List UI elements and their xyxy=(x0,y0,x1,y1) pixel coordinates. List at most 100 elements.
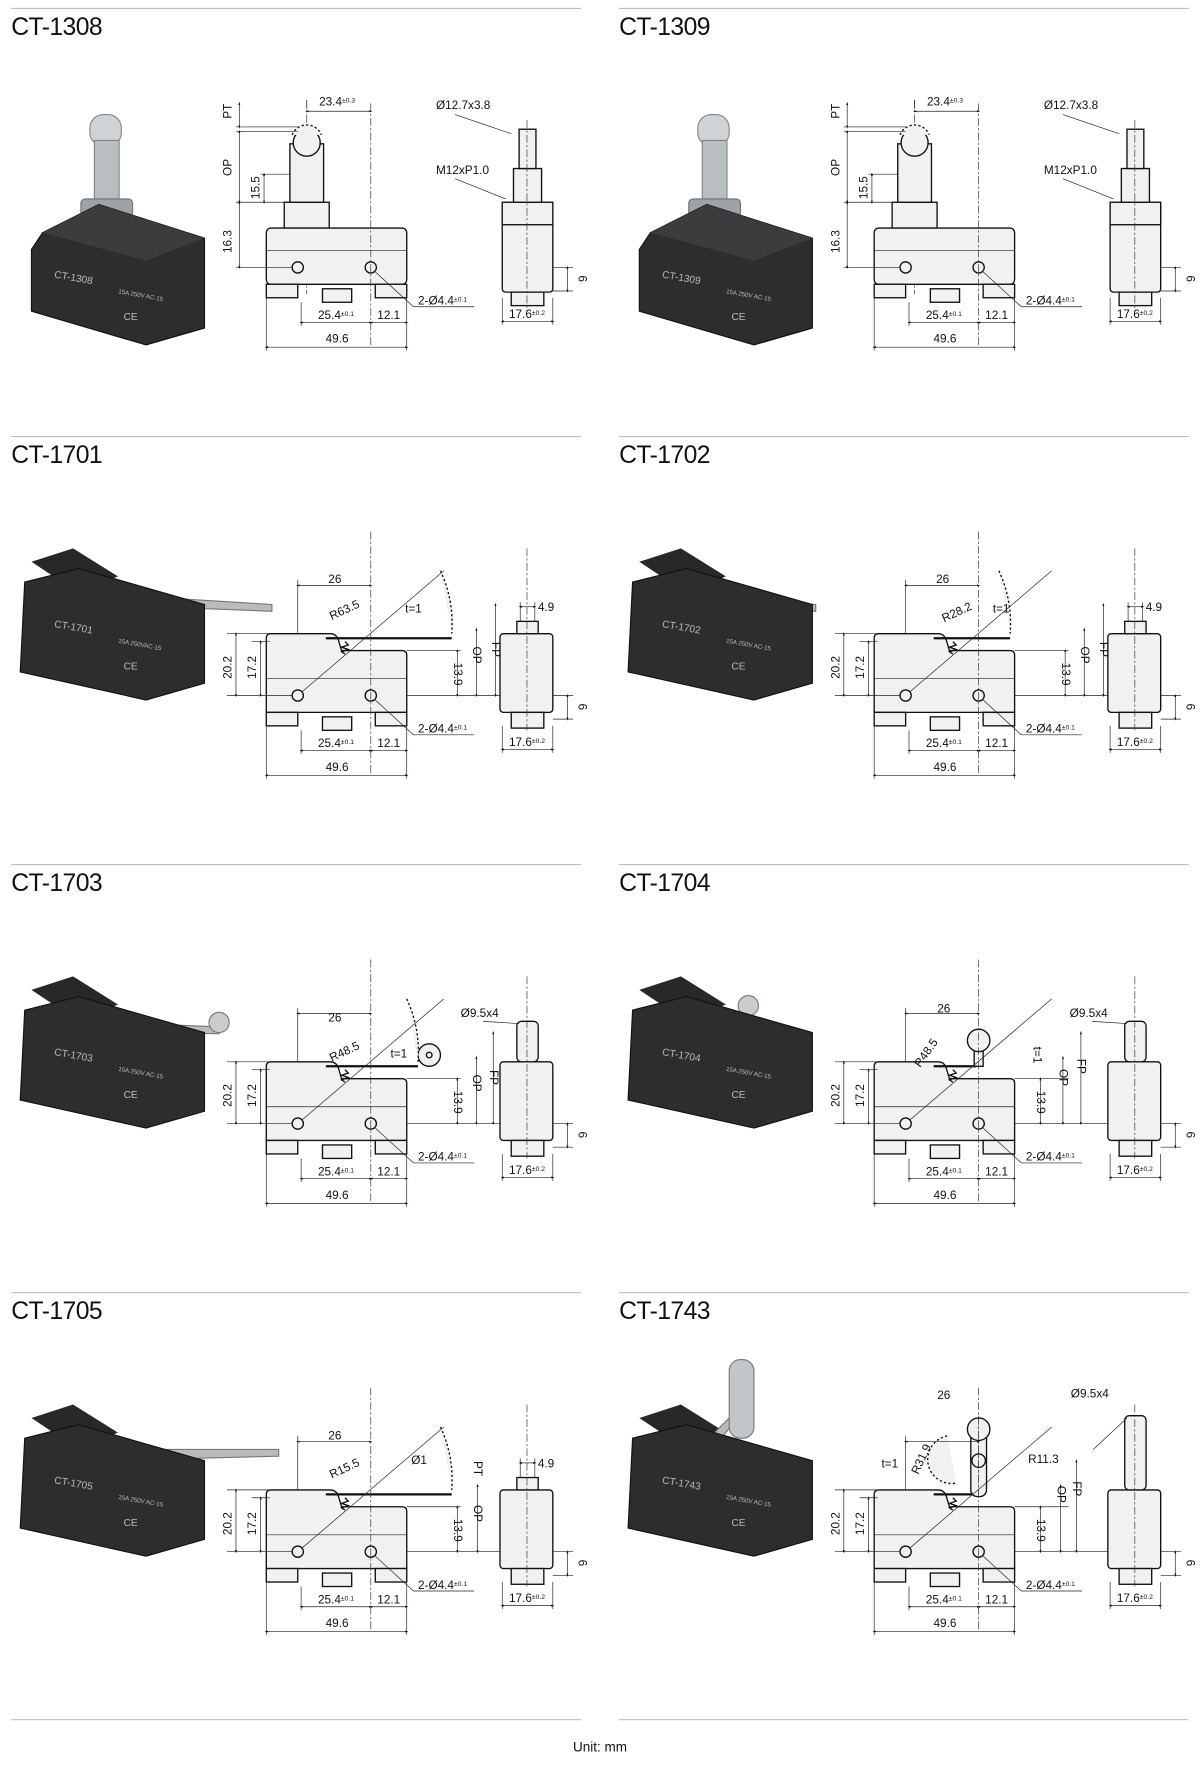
mounting-hole xyxy=(291,261,305,274)
dimension-label-h6: 6 xyxy=(576,1132,589,1139)
dimension-value: 6 xyxy=(576,275,589,282)
tolerance-value: ±0.1 xyxy=(949,1167,962,1174)
dimension-label-h172: 17.2 xyxy=(854,656,867,679)
dimension-label-w26: 26 xyxy=(328,573,342,586)
dimension-label-radius: R48.5 xyxy=(328,1039,362,1064)
dimension-label-w254: 25.4±0.1 xyxy=(926,737,962,750)
dimension-value: 17.2 xyxy=(854,656,867,679)
dimension-label-fp: FP xyxy=(1075,1059,1088,1074)
dimension-label-w121: 12.1 xyxy=(377,309,400,322)
product-title: CT-1308 xyxy=(11,12,103,41)
dimension-value: 49.6 xyxy=(933,761,956,774)
dimension-label-h139: 13.9 xyxy=(1034,1519,1047,1542)
dimension-value: OP xyxy=(470,1075,483,1092)
terminal-no xyxy=(929,288,961,303)
dimension-value: 12.1 xyxy=(985,1593,1008,1606)
terminal-no xyxy=(929,1572,961,1588)
dimension-label-w254: 25.4±0.1 xyxy=(318,737,354,750)
side-terminal xyxy=(510,1139,545,1157)
switch-body-photo xyxy=(19,567,206,701)
dimension-value: 13.9 xyxy=(1034,1091,1047,1114)
dimension-value: t=1 xyxy=(882,1457,899,1470)
dimension-label-h6: 6 xyxy=(576,1560,589,1567)
dimension-label-hole: 2-Ø4.4±0.1 xyxy=(418,1579,467,1592)
dimension-label-h6: 6 xyxy=(1184,275,1197,282)
terminal-com xyxy=(873,1139,907,1155)
dimension-label-pt: PT xyxy=(471,1461,484,1476)
roller-arm xyxy=(728,1358,755,1439)
switch-body-photo xyxy=(627,567,813,701)
terminal-nc xyxy=(374,283,408,299)
side-terminal xyxy=(1118,291,1153,307)
line xyxy=(1092,1021,1127,1024)
dimension-label-h202: 20.2 xyxy=(221,1512,234,1535)
dimension-value: 15.5 xyxy=(250,176,263,199)
dimension-value: Ø12.7x3.8 xyxy=(1044,99,1099,112)
terminal-nc xyxy=(982,1139,1016,1155)
dimension-label-fp: FP xyxy=(1070,1481,1083,1496)
product-title: CT-1702 xyxy=(619,440,710,469)
divider xyxy=(11,1292,581,1294)
dimension-label-h139: 13.9 xyxy=(451,1519,464,1542)
spring xyxy=(947,1069,959,1083)
tolerance-value: ±0.2 xyxy=(1140,1594,1153,1601)
side-nut xyxy=(1109,201,1162,226)
dimension-value: 25.4 xyxy=(318,737,341,750)
dimension-label-roller: Ø9.5x4 xyxy=(1071,1388,1109,1401)
line xyxy=(454,178,506,200)
line xyxy=(982,1555,1022,1592)
dimension-label-top: 23.4±0.3 xyxy=(319,96,355,109)
dimension-value: 25.4 xyxy=(926,1165,949,1178)
side-lever xyxy=(1124,620,1147,635)
terminal-nc xyxy=(374,711,408,727)
dimension-label-radius: R15.5 xyxy=(328,1456,362,1481)
spring xyxy=(339,641,351,655)
dimension-value: 17.2 xyxy=(854,1084,867,1107)
dimension-label-w121: 12.1 xyxy=(985,309,1008,322)
divider xyxy=(619,7,1189,9)
dimension-value: Ø9.5x4 xyxy=(1070,1007,1108,1020)
dimension-label-h172: 17.2 xyxy=(246,1084,259,1107)
dimension-value: 12.1 xyxy=(985,1165,1008,1178)
mounting-hole xyxy=(899,1545,912,1558)
dimension-value: FP xyxy=(489,642,502,657)
ce-mark: CE xyxy=(124,1090,138,1101)
ce-mark: CE xyxy=(124,312,138,323)
dimension-label-radius: R28.2 xyxy=(940,600,974,625)
dimension-value: 23.4 xyxy=(319,96,342,109)
dimension-label-op: OP xyxy=(221,159,234,176)
dimension-value: 17.6 xyxy=(509,736,532,749)
dimension-value: R15.5 xyxy=(328,1456,362,1481)
dimension-value: 6 xyxy=(1184,703,1197,710)
dimension-label-h139: 13.9 xyxy=(1059,663,1072,686)
line xyxy=(1062,178,1114,200)
side-view xyxy=(1093,1404,1181,1609)
dimension-value: OP xyxy=(471,1505,484,1522)
switch-body-photo xyxy=(19,996,206,1129)
dimension-value: FP xyxy=(487,1070,500,1085)
side-body xyxy=(1107,1489,1162,1570)
dimension-value: 17.6 xyxy=(509,1592,532,1605)
side-roller xyxy=(1124,1415,1147,1491)
dimension-value: 25.4 xyxy=(318,1593,341,1606)
switch-body xyxy=(873,1489,1016,1570)
dimension-value: 4.9 xyxy=(1146,601,1162,614)
dimension-value: OP xyxy=(829,159,842,176)
dimension-label-w496: 49.6 xyxy=(326,761,349,774)
terminal-nc xyxy=(374,1567,408,1583)
line xyxy=(982,1127,1022,1164)
dimension-value: PT xyxy=(829,104,842,119)
tolerance-value: ±0.2 xyxy=(532,1166,545,1173)
dimension-label-h6: 6 xyxy=(1184,1560,1197,1567)
dimension-label-w254: 25.4±0.1 xyxy=(318,1165,354,1178)
dimension-value: OP xyxy=(1057,1069,1070,1086)
dimension-label-w176: 17.6±0.2 xyxy=(509,1164,545,1177)
dimension-value: 26 xyxy=(328,573,342,586)
dimension-value: 2-Ø4.4 xyxy=(1026,1151,1062,1164)
dimension-label-pt: PT xyxy=(829,104,842,119)
terminal-no xyxy=(321,716,353,732)
front-view xyxy=(226,531,501,779)
